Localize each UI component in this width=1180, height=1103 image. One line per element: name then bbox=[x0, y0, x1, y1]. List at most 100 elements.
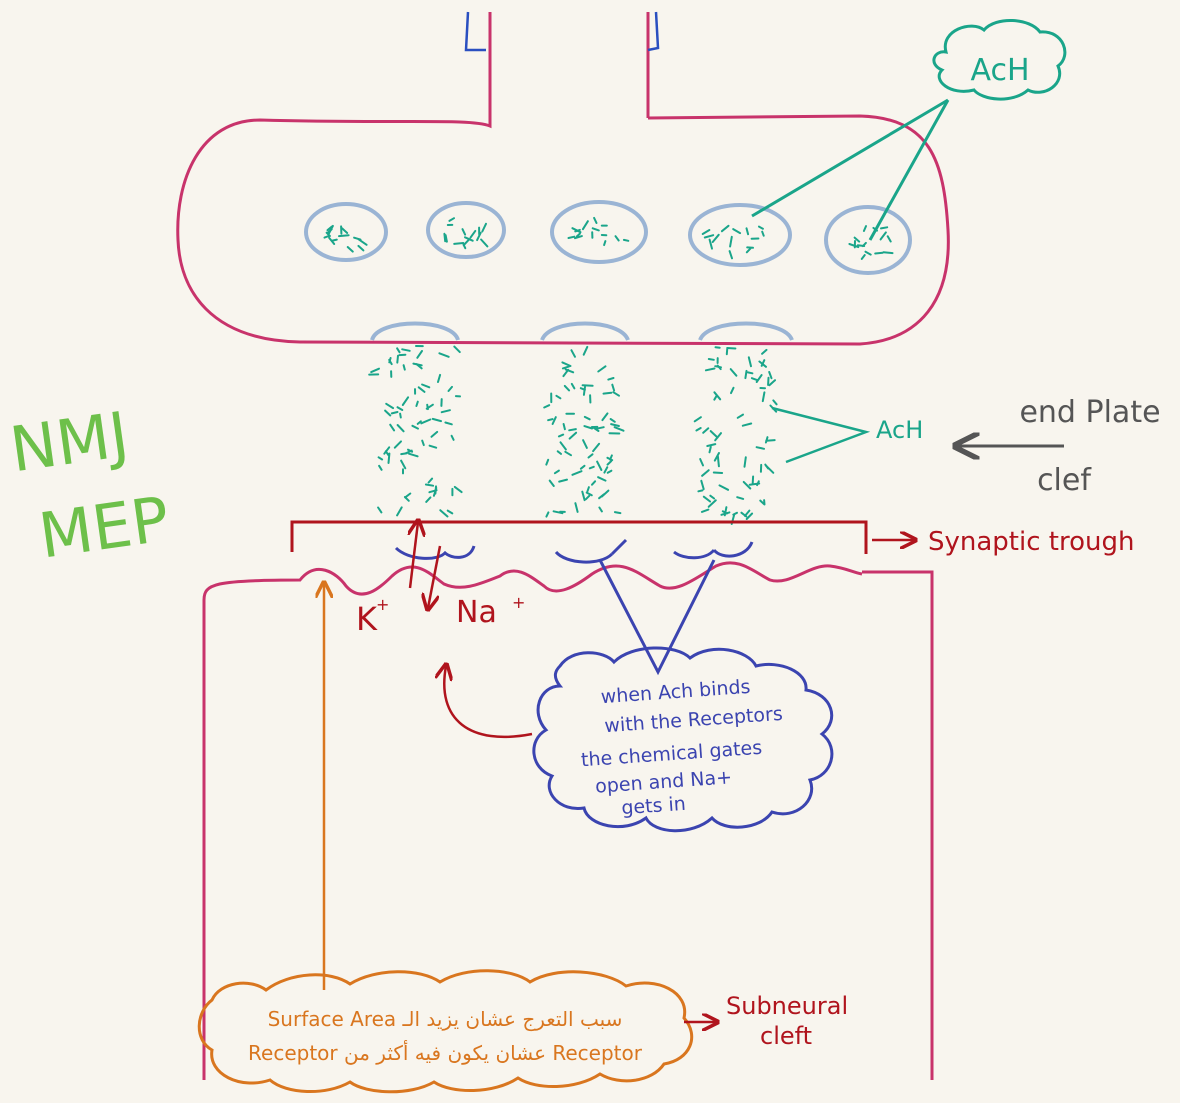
ach-molecule bbox=[449, 387, 453, 391]
ach-molecule bbox=[733, 513, 737, 515]
ach-molecule bbox=[438, 375, 440, 382]
ach-molecule bbox=[439, 353, 448, 357]
receptor-note-line: with the Receptors bbox=[604, 703, 784, 737]
ach-molecule bbox=[701, 481, 703, 489]
ach-molecule bbox=[733, 229, 740, 233]
ach-molecule bbox=[594, 218, 596, 223]
ach-molecule bbox=[731, 388, 734, 393]
na-ion-label: Na bbox=[456, 595, 497, 630]
ach-molecule bbox=[727, 348, 735, 349]
ach-molecule bbox=[743, 424, 751, 426]
subneural-cleft-label-line1: Subneural bbox=[726, 992, 848, 1020]
ach-molecule bbox=[611, 419, 615, 422]
ach-molecule bbox=[558, 451, 561, 454]
ach-molecules-in-cleft bbox=[369, 346, 776, 524]
ach-molecule bbox=[698, 490, 702, 491]
ach-molecule bbox=[592, 481, 595, 484]
ach-molecule bbox=[575, 503, 577, 512]
ach-molecule bbox=[471, 231, 476, 238]
ach-molecule bbox=[583, 440, 587, 448]
ach-receptor bbox=[714, 542, 752, 556]
receptor-note-line: open and Na+ bbox=[594, 766, 732, 798]
subneural-cleft-label-line2: cleft bbox=[760, 1022, 812, 1050]
ach-molecule bbox=[426, 497, 430, 502]
ach-molecule bbox=[553, 417, 556, 424]
ach-molecule bbox=[544, 405, 549, 407]
ach-molecule bbox=[709, 359, 714, 360]
surface-note-cloud bbox=[199, 971, 691, 1092]
ach-receptor bbox=[556, 552, 612, 562]
ach-molecule bbox=[702, 470, 709, 476]
ach-molecule bbox=[763, 392, 765, 401]
ach-molecule bbox=[584, 387, 585, 395]
ach-molecule bbox=[730, 237, 732, 247]
receptor-note-line: the chemical gates bbox=[580, 737, 762, 772]
ach-molecule bbox=[448, 511, 453, 514]
ach-molecule bbox=[703, 428, 708, 433]
synaptic-vesicles bbox=[306, 202, 910, 273]
ach-molecule bbox=[445, 423, 451, 425]
ach-molecule bbox=[716, 347, 720, 348]
ach-molecule bbox=[585, 417, 590, 419]
ach-receptors bbox=[396, 540, 752, 562]
ach-molecule bbox=[417, 351, 422, 358]
ach-molecule bbox=[598, 477, 605, 480]
ach-receptor bbox=[674, 550, 714, 558]
na-ion-charge: + bbox=[512, 593, 525, 612]
ach-molecule bbox=[608, 461, 612, 465]
ach-molecule bbox=[608, 471, 612, 473]
ach-molecule bbox=[409, 454, 418, 457]
ach-cloud-text: AcH bbox=[970, 53, 1029, 88]
ach-molecule bbox=[586, 496, 589, 499]
ach-molecule bbox=[624, 240, 628, 241]
ach-molecule bbox=[769, 380, 775, 385]
ach-molecule bbox=[731, 369, 737, 376]
surface-note-line2: Receptor عشان يكون فيه أكثر من Receptor bbox=[248, 1040, 643, 1065]
ach-molecule bbox=[615, 427, 624, 431]
ach-molecule bbox=[442, 410, 450, 412]
ach-molecule bbox=[565, 452, 571, 455]
ach-molecule bbox=[864, 226, 866, 231]
end-plate-cleft-label-line2: clef bbox=[1037, 463, 1092, 498]
ach-molecule bbox=[604, 241, 605, 245]
ach-molecule bbox=[432, 432, 438, 437]
ach-molecule bbox=[371, 369, 379, 372]
ach-molecule bbox=[696, 428, 700, 431]
ach-molecule bbox=[588, 487, 589, 491]
ach-molecule bbox=[604, 393, 612, 394]
ach-molecule bbox=[426, 485, 433, 486]
ach-molecule bbox=[390, 425, 394, 431]
ach-molecule bbox=[597, 462, 601, 470]
receptor-note-line: when Ach binds bbox=[600, 676, 751, 708]
ach-molecule bbox=[454, 243, 463, 244]
ach-molecule bbox=[714, 396, 716, 400]
ach-molecule bbox=[593, 444, 599, 451]
ach-cleft-pointer bbox=[772, 408, 866, 462]
ach-molecule bbox=[748, 372, 753, 373]
ach-molecule bbox=[710, 496, 714, 499]
ach-molecule bbox=[582, 492, 584, 501]
synaptic-trough-bracket bbox=[292, 522, 866, 554]
ach-molecule bbox=[611, 424, 619, 426]
ach-molecule bbox=[454, 347, 460, 353]
ach-molecule bbox=[565, 386, 569, 391]
ach-molecule bbox=[881, 232, 886, 239]
ach-molecule bbox=[759, 227, 763, 229]
axon bbox=[466, 12, 658, 120]
ach-molecule bbox=[333, 240, 337, 241]
ach-molecule bbox=[419, 387, 425, 392]
fused-vesicle bbox=[372, 324, 458, 341]
myelin-sheath-left bbox=[466, 12, 486, 50]
ach-molecule bbox=[398, 407, 403, 410]
ach-molecule bbox=[422, 441, 424, 446]
ach-molecule bbox=[615, 512, 621, 513]
ach-molecule bbox=[720, 485, 729, 489]
ach-molecule bbox=[745, 371, 746, 378]
ach-molecule bbox=[339, 235, 349, 236]
ach-molecule bbox=[710, 240, 712, 249]
ach-molecule bbox=[584, 347, 588, 355]
ach-receptor bbox=[612, 540, 626, 554]
ach-molecule bbox=[752, 378, 757, 380]
ach-molecule bbox=[358, 246, 363, 251]
